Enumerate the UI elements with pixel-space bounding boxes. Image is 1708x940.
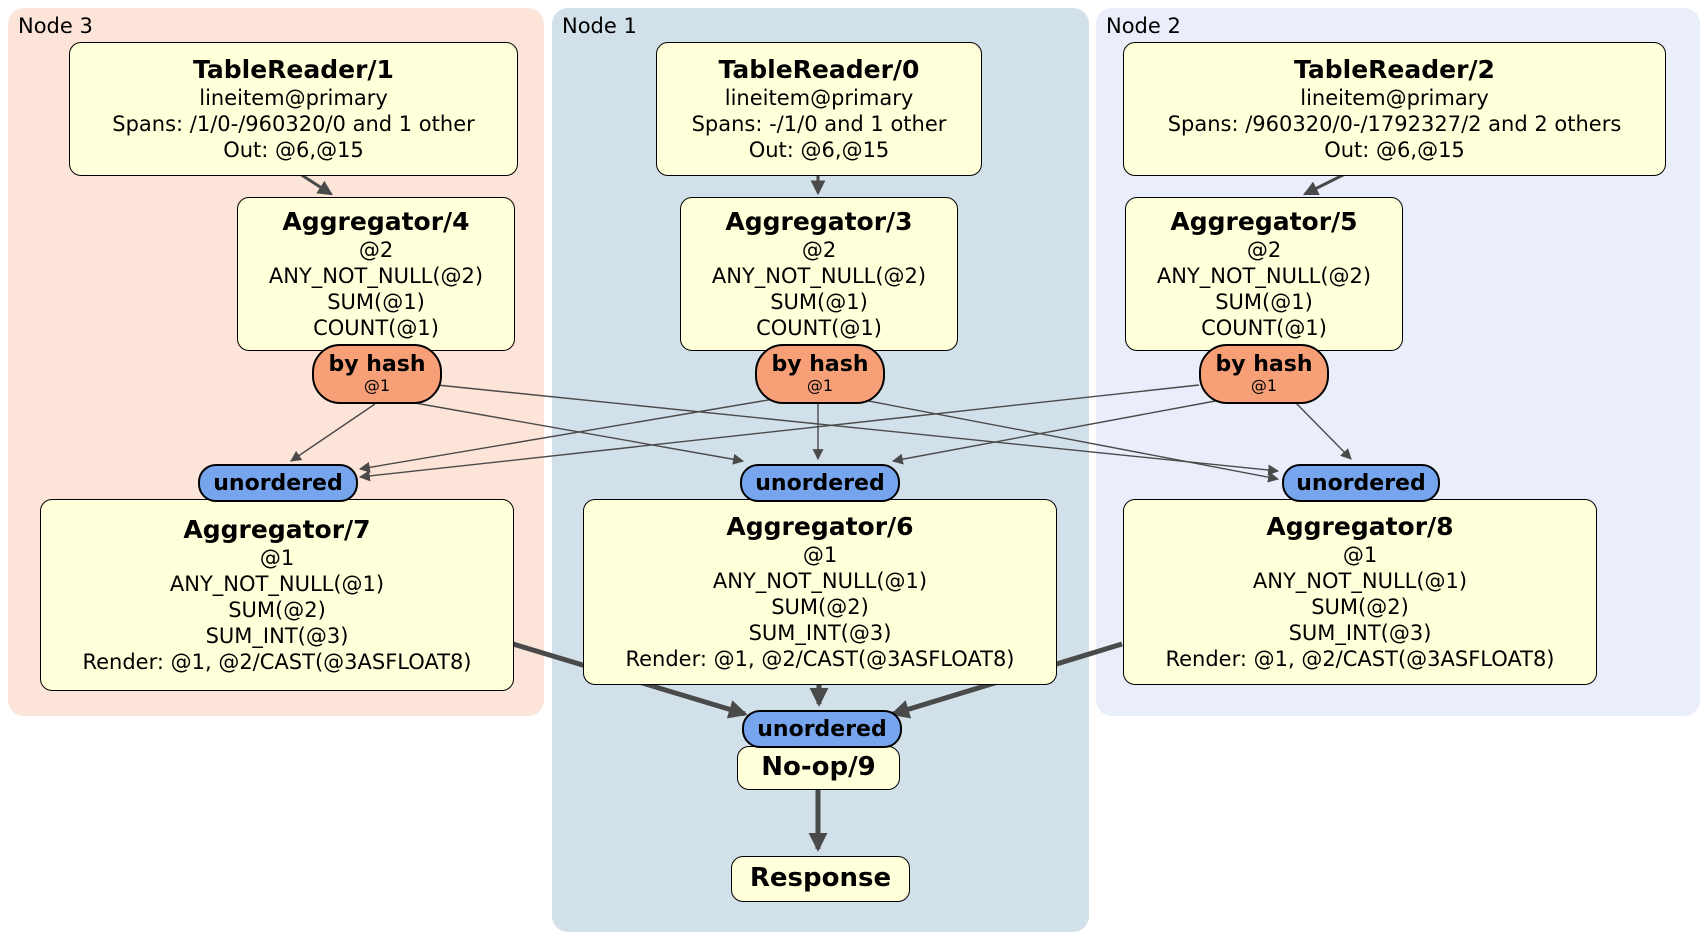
- processor-detail: @2: [358, 237, 394, 262]
- processor-detail: COUNT(@1): [756, 316, 882, 341]
- processor-detail: SUM_INT(@3): [748, 621, 892, 646]
- processor-detail: lineitem@primary: [724, 85, 914, 110]
- router-key: @1: [1250, 376, 1278, 396]
- processor-detail: Spans: /1/0-/960320/0 and 1 other: [112, 111, 475, 136]
- processor-aggregator-4: Aggregator/4 @2 ANY_NOT_NULL(@2) SUM(@1)…: [237, 197, 515, 351]
- processor-detail: Render: @1, @2/CAST(@3ASFLOAT8): [82, 650, 472, 675]
- processor-title: Aggregator/8: [1266, 511, 1454, 541]
- processor-detail: @2: [1246, 237, 1282, 262]
- processor-title: Aggregator/4: [282, 206, 470, 236]
- processor-detail: ANY_NOT_NULL(@2): [1156, 263, 1372, 288]
- edge-byhash3-unordered8: [857, 398, 1280, 483]
- processor-detail: SUM_INT(@3): [205, 624, 349, 649]
- processor-detail: ANY_NOT_NULL(@1): [1252, 568, 1468, 593]
- processor-detail: SUM(@2): [228, 597, 326, 622]
- processor-title: Response: [749, 863, 892, 894]
- processor-tablereader-0: TableReader/0 lineitem@primary Spans: -/…: [656, 42, 982, 176]
- processor-detail: Render: @1, @2/CAST(@3ASFLOAT8): [625, 647, 1015, 672]
- processor-title: Aggregator/7: [183, 514, 371, 544]
- processor-tablereader-1: TableReader/1 lineitem@primary Spans: /1…: [69, 42, 518, 176]
- router-label: by hash: [1215, 352, 1313, 378]
- processor-detail: COUNT(@1): [1201, 316, 1327, 341]
- processor-title: TableReader/1: [193, 54, 394, 84]
- processor-detail: SUM(@2): [1311, 594, 1409, 619]
- sync-label: unordered: [213, 470, 343, 496]
- processor-title: TableReader/0: [718, 54, 920, 84]
- sync-unordered-8: unordered: [1282, 464, 1440, 502]
- processor-detail: ANY_NOT_NULL(@1): [169, 571, 385, 596]
- processor-title: No-op/9: [761, 752, 876, 783]
- processor-detail: SUM(@1): [327, 290, 425, 314]
- processor-response: Response: [731, 856, 910, 902]
- sync-unordered-6: unordered: [740, 464, 900, 502]
- processor-detail: Spans: /960320/0-/1792327/2 and 2 others: [1167, 111, 1622, 136]
- edge-byhash4-unordered8: [436, 384, 1280, 476]
- router-by-hash-5: by hash @1: [1199, 344, 1329, 404]
- processor-detail: SUM_INT(@3): [1288, 621, 1432, 646]
- processor-detail: Out: @6,@15: [1324, 138, 1465, 163]
- processor-detail: lineitem@primary: [199, 85, 388, 110]
- edge-byhash5-unordered6: [891, 398, 1227, 465]
- processor-detail: SUM(@1): [770, 290, 868, 314]
- router-key: @1: [363, 376, 391, 396]
- processor-detail: Out: @6,@15: [223, 138, 364, 163]
- processor-detail: @1: [259, 545, 295, 570]
- sync-label: unordered: [757, 716, 887, 742]
- edge-byhash5-unordered8: [1294, 401, 1352, 460]
- panel-node2-label: Node 2: [1106, 14, 1181, 38]
- sync-unordered-7: unordered: [198, 464, 358, 502]
- processor-aggregator-7: Aggregator/7 @1 ANY_NOT_NULL(@1) SUM(@2)…: [40, 499, 514, 691]
- panel-node3-label: Node 3: [18, 14, 93, 38]
- processor-aggregator-6: Aggregator/6 @1 ANY_NOT_NULL(@1) SUM(@2)…: [583, 499, 1057, 685]
- edge-tr2-agg5: [1302, 172, 1346, 196]
- edge-byhash4-unordered6: [397, 399, 745, 465]
- processor-title: Aggregator/3: [725, 206, 913, 236]
- processor-detail: lineitem@primary: [1300, 85, 1489, 110]
- processor-title: Aggregator/6: [726, 511, 914, 541]
- processor-aggregator-3: Aggregator/3 @2 ANY_NOT_NULL(@2) SUM(@1)…: [680, 197, 958, 351]
- processor-detail: Render: @1, @2/CAST(@3ASFLOAT8): [1165, 647, 1555, 672]
- sync-unordered-9: unordered: [742, 710, 902, 748]
- processor-detail: COUNT(@1): [313, 316, 439, 341]
- router-by-hash-4: by hash @1: [312, 344, 442, 404]
- router-key: @1: [806, 376, 834, 396]
- router-label: by hash: [328, 352, 426, 378]
- sync-label: unordered: [1296, 470, 1426, 496]
- processor-detail: SUM(@1): [1215, 290, 1313, 314]
- processor-detail: @2: [801, 237, 837, 262]
- processor-detail: @1: [1342, 542, 1378, 567]
- edge-byhash5-unordered7: [358, 384, 1200, 482]
- router-label: by hash: [771, 352, 869, 378]
- sync-label: unordered: [755, 470, 885, 496]
- processor-detail: ANY_NOT_NULL(@1): [712, 568, 928, 593]
- processor-aggregator-8: Aggregator/8 @1 ANY_NOT_NULL(@1) SUM(@2)…: [1123, 499, 1597, 685]
- processor-title: TableReader/2: [1294, 54, 1495, 84]
- processor-aggregator-5: Aggregator/5 @2 ANY_NOT_NULL(@2) SUM(@1)…: [1125, 197, 1403, 351]
- processor-detail: SUM(@2): [771, 594, 869, 619]
- processor-noop-9: No-op/9: [737, 746, 900, 790]
- processor-title: Aggregator/5: [1170, 206, 1358, 236]
- processor-tablereader-2: TableReader/2 lineitem@primary Spans: /9…: [1123, 42, 1666, 176]
- edge-byhash3-unordered7: [358, 397, 781, 473]
- edge-tr1-agg4: [299, 172, 333, 196]
- processor-detail: Spans: -/1/0 and 1 other: [691, 111, 947, 136]
- panel-node1-label: Node 1: [562, 14, 637, 38]
- edge-byhash4-unordered7: [290, 403, 376, 462]
- router-by-hash-3: by hash @1: [755, 344, 885, 404]
- processor-detail: ANY_NOT_NULL(@2): [711, 263, 927, 288]
- processor-detail: ANY_NOT_NULL(@2): [268, 263, 484, 288]
- processor-detail: @1: [802, 542, 838, 567]
- processor-detail: Out: @6,@15: [748, 138, 890, 163]
